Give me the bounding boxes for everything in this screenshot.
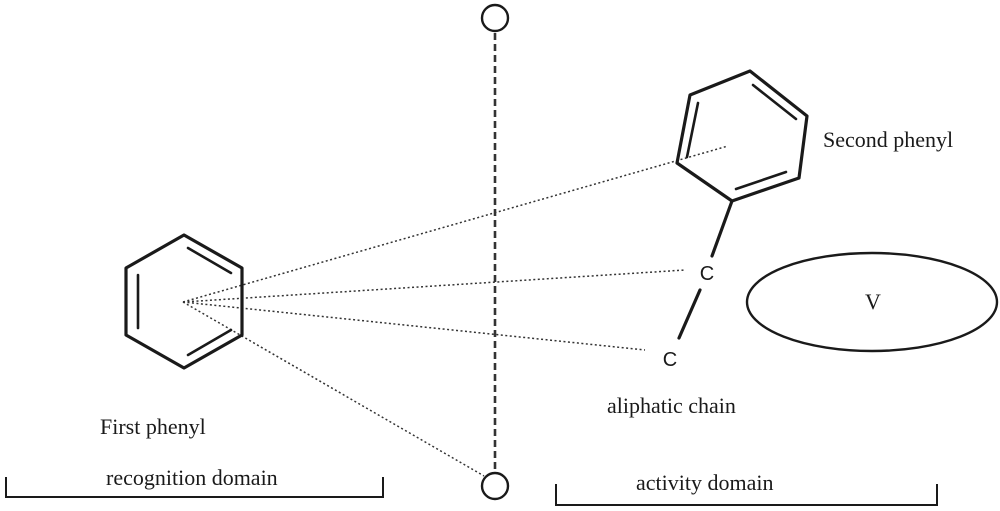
second-phenyl-double-bond-1 [751, 83, 798, 121]
line-to-bottom-circle [182, 301, 485, 477]
recognition-domain-label: recognition domain [106, 465, 278, 490]
second-phenyl-label: Second phenyl [823, 127, 953, 152]
activity-domain-label: activity domain [636, 470, 773, 495]
ring-to-carbon-bond [710, 199, 734, 258]
aliphatic-chain-bonds [677, 199, 734, 340]
axis-bottom-circle [480, 471, 510, 501]
site-v-ellipse [745, 251, 999, 353]
interaction-lines [182, 145, 729, 477]
carbon-carbon-bond [677, 288, 702, 340]
recognition-bracket-shape [5, 477, 384, 498]
second-phenyl-double-bond-2 [734, 170, 788, 191]
recognition-domain-bracket: recognition domain [5, 465, 384, 498]
line-to-second-phenyl [182, 145, 729, 303]
first-phenyl-hexagon [124, 233, 244, 370]
site-v-label: V [865, 289, 881, 314]
first-phenyl-double-bond-2 [186, 328, 233, 357]
activity-bracket-shape [555, 484, 938, 506]
activity-domain-bracket: activity domain [555, 470, 938, 506]
first-phenyl-ring [124, 233, 244, 370]
first-phenyl-double-bond-1 [186, 246, 233, 275]
second-phenyl-double-bond-3 [685, 101, 700, 159]
second-phenyl-ring [675, 69, 809, 203]
site-v: V [745, 251, 999, 353]
line-to-upper-carbon [182, 269, 686, 303]
carbon-lower-label: C [663, 349, 677, 371]
carbon-upper-label: C [700, 263, 714, 285]
dividing-axis [480, 3, 510, 501]
line-to-lower-carbon [182, 301, 646, 351]
first-phenyl-label: First phenyl [100, 414, 206, 439]
second-phenyl-hexagon [675, 69, 809, 203]
aliphatic-chain-label: aliphatic chain [607, 393, 736, 418]
axis-top-circle [480, 3, 510, 33]
